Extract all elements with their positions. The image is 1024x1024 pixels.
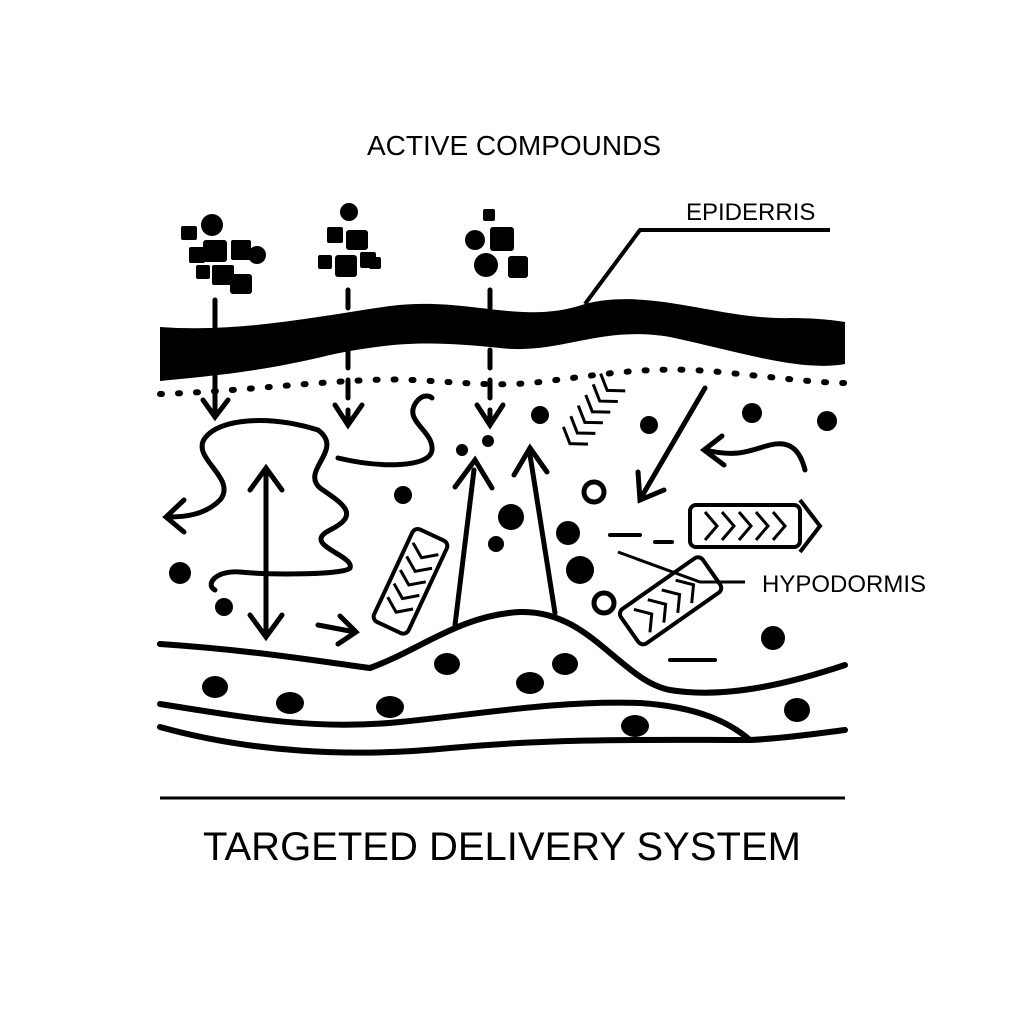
double-arrow-vertical [247, 463, 285, 642]
compound-cluster-1 [181, 214, 266, 294]
epidermis-label: EPIDERRIS [686, 199, 815, 226]
layer-particles [202, 653, 810, 737]
header-label: ACTIVE COMPOUNDS [367, 130, 661, 161]
epidermis-leader-line [583, 228, 830, 306]
hypodermis-leader-line [617, 550, 745, 584]
dotted-boundary-line [157, 366, 848, 397]
chevron-capsule-3 [688, 498, 823, 554]
chevron-capsule-2 [561, 373, 626, 446]
compound-cluster-3 [465, 209, 528, 278]
compound-cluster-2 [318, 203, 381, 277]
winding-pathway-arrow [162, 418, 353, 593]
chevron-capsule-4 [617, 555, 724, 647]
mound-upward-arrows [452, 443, 558, 628]
hypodermis-label: HYPODORMIS [762, 571, 926, 598]
penetration-arrow-1 [200, 297, 231, 422]
penetration-arrow-2 [332, 287, 365, 430]
winding-squiggle [335, 393, 435, 468]
diagonal-arrow-down [635, 385, 708, 504]
chevron-capsule-1 [371, 527, 450, 636]
penetration-arrow-3 [474, 287, 506, 430]
epidermis-layer [160, 299, 845, 381]
dash-marks [608, 533, 717, 662]
hypodermis-layers [157, 608, 848, 756]
small-arrow-right [315, 613, 360, 647]
footer-title: TARGETED DELIVERY SYSTEM [203, 825, 801, 869]
particles [169, 403, 837, 650]
ring-particles [581, 479, 617, 616]
curved-arrow-left [699, 433, 808, 473]
